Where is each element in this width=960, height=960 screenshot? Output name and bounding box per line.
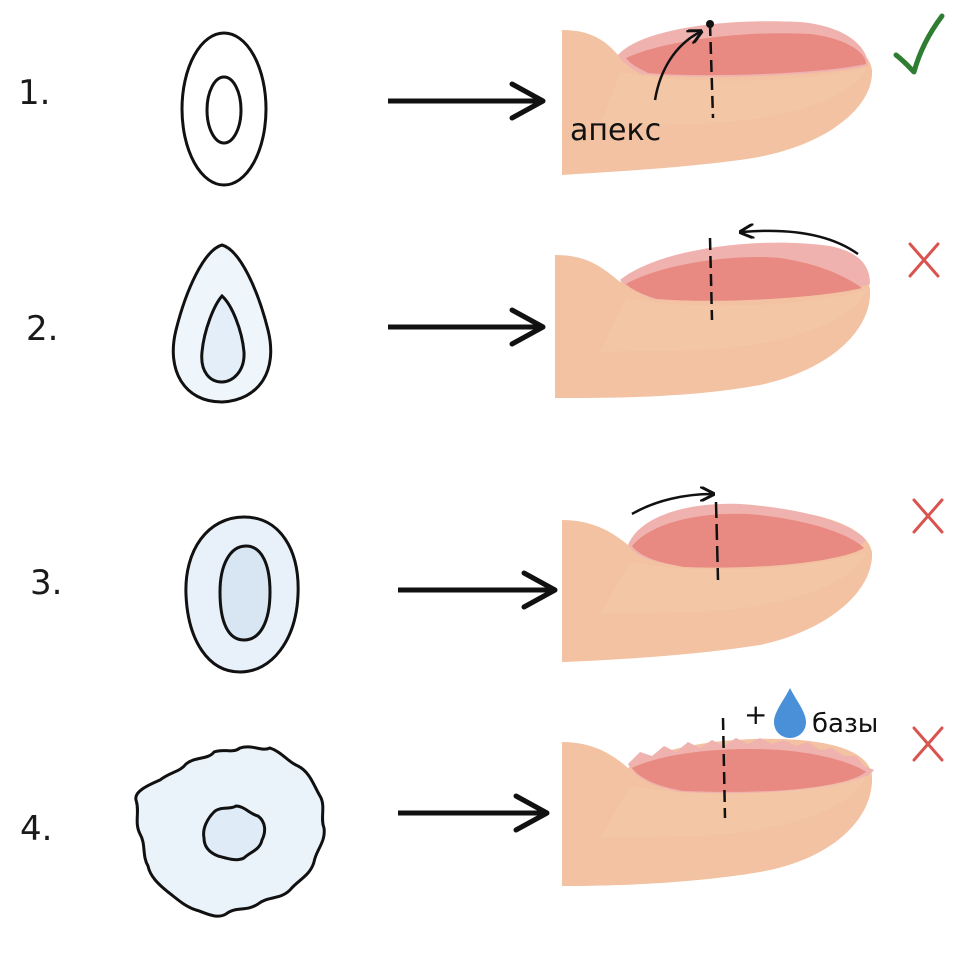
row-2: 2. bbox=[26, 231, 940, 404]
plus-sign: + bbox=[744, 698, 767, 731]
cross-icon bbox=[912, 726, 944, 762]
arrow-right-icon bbox=[398, 570, 558, 610]
row-4: 4. + базы bbox=[20, 688, 944, 918]
arrow-right-icon bbox=[398, 793, 550, 833]
row-1: 1. апекс bbox=[18, 13, 945, 187]
arrow-right-icon bbox=[388, 307, 546, 347]
drop-shape-egg bbox=[184, 515, 300, 674]
row-number-4: 4. bbox=[20, 809, 52, 849]
finger-nail-3 bbox=[562, 494, 873, 662]
row-number-3: 3. bbox=[30, 563, 62, 603]
water-drop-icon bbox=[774, 688, 806, 738]
row-number-1: 1. bbox=[18, 73, 50, 113]
base-label: базы bbox=[812, 709, 878, 739]
row-number-2: 2. bbox=[26, 309, 58, 349]
check-icon bbox=[893, 13, 945, 75]
finger-nail-4 bbox=[562, 717, 874, 886]
finger-nail-2 bbox=[555, 231, 871, 398]
row-3: 3. bbox=[30, 494, 944, 674]
drop-shape-irregular bbox=[134, 745, 326, 918]
cross-icon bbox=[912, 498, 944, 534]
drop-shape-oval bbox=[180, 31, 268, 187]
apex-label: апекс bbox=[570, 113, 661, 148]
drop-shape-teardrop bbox=[171, 243, 273, 404]
arrow-right-icon bbox=[388, 81, 546, 121]
cross-icon bbox=[908, 242, 940, 278]
finger-nail-1 bbox=[562, 20, 873, 176]
